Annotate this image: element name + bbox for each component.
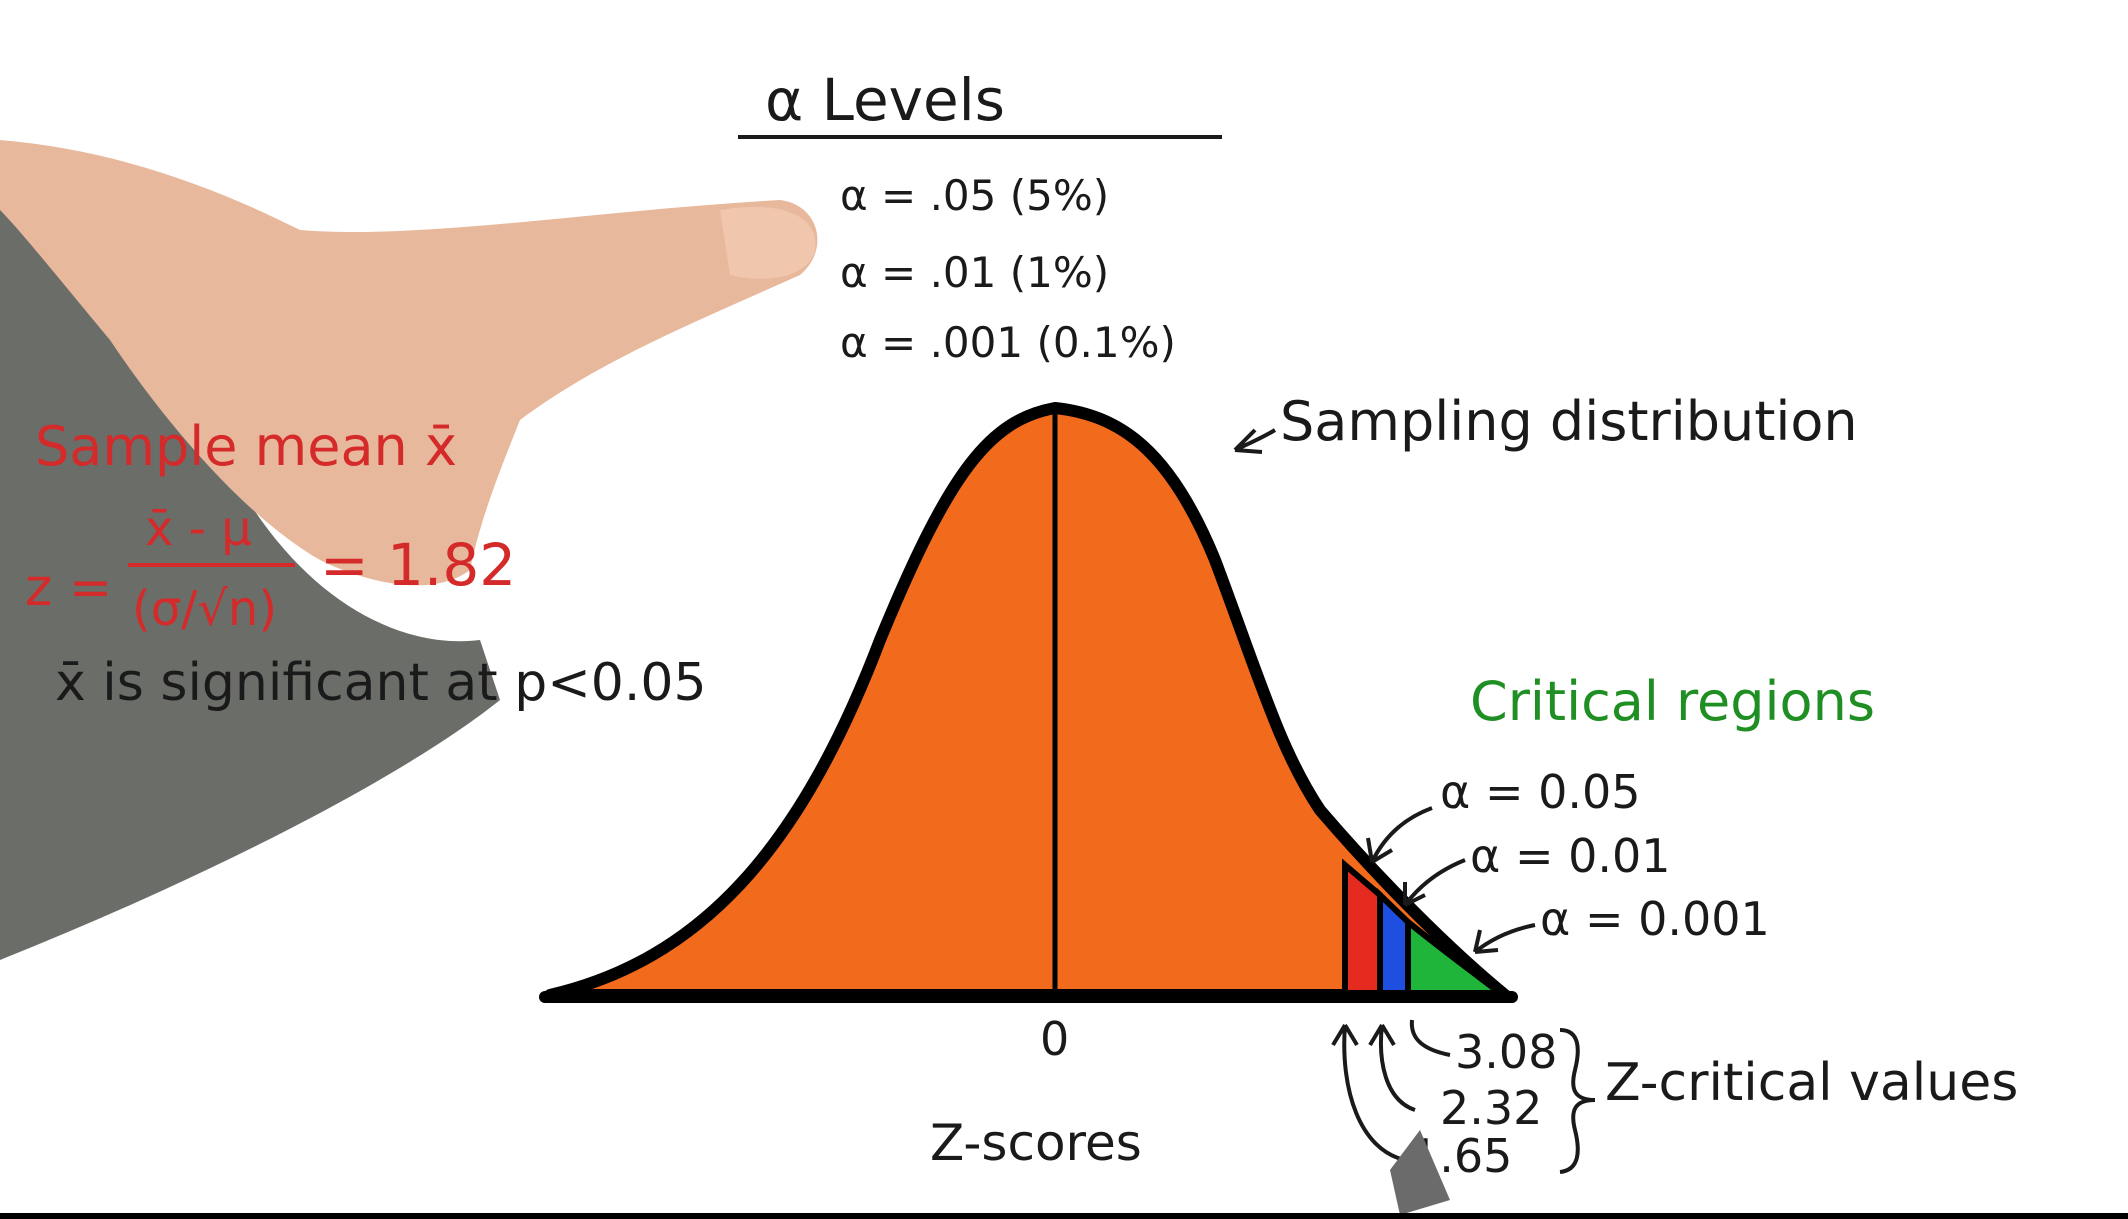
arrow-alpha-05 — [1366, 806, 1433, 864]
sample-mean-heading: Sample mean x̄ — [35, 415, 457, 478]
critical-region-alpha-001 — [1405, 915, 1509, 996]
arrow-3-08 — [1409, 1019, 1451, 1057]
alpha-row-001: α = .001 (0.1%) — [840, 318, 1176, 367]
alpha-row-01: α = .01 (1%) — [840, 248, 1109, 297]
alpha-table-title: α Levels — [765, 66, 1005, 134]
z-label: z = — [25, 558, 112, 618]
critical-value-3-08: 3.08 — [1455, 1025, 1557, 1079]
significance-conclusion: x̄ is significant at p<0.05 — [55, 653, 707, 713]
z-critical-values-label: Z-critical values — [1605, 1053, 2018, 1113]
x-axis-label: Z-scores — [930, 1114, 1142, 1172]
critical-regions-title: Critical regions — [1470, 670, 1875, 733]
z-critical-values: 3.08 2.32 1.65 Z-critical values — [1331, 1019, 2018, 1183]
arrow-1-65 — [1331, 1023, 1406, 1162]
sampling-distribution-label: Sampling distribution — [1233, 390, 1858, 454]
z-denominator: (σ/√n) — [132, 581, 277, 637]
arrow-to-curve — [1233, 428, 1277, 454]
arrow-alpha-01 — [1403, 858, 1466, 907]
hand-skin — [0, 140, 818, 586]
arrow-2-32 — [1368, 1023, 1416, 1112]
label-alpha-001: α = 0.001 — [1540, 892, 1770, 946]
sampling-distribution-text: Sampling distribution — [1280, 390, 1858, 453]
bottom-border — [0, 1213, 2128, 1219]
finger-tip — [720, 206, 816, 279]
sleeve — [0, 180, 500, 960]
critical-value-2-32: 2.32 — [1440, 1081, 1542, 1135]
alpha-levels-table: α Levels α = .05 (5%) α = .01 (1%) α = .… — [738, 66, 1222, 367]
pointing-hand-illustration — [0, 140, 818, 960]
sample-mean-note: Sample mean x̄ z = x̄ - μ (σ/√n) = 1.82 … — [25, 415, 707, 713]
zero-tick-label: 0 — [1040, 1012, 1069, 1066]
z-numerator: x̄ - μ — [145, 501, 252, 557]
label-alpha-01: α = 0.01 — [1470, 829, 1671, 883]
sampling-distribution-curve — [539, 402, 1518, 1003]
label-alpha-05: α = 0.05 — [1440, 765, 1641, 819]
critical-regions-legend: Critical regions α = 0.05 α = 0.01 α = 0… — [1366, 670, 1875, 954]
z-result: = 1.82 — [320, 531, 516, 599]
bell-curve-body — [544, 402, 1511, 1001]
alpha-row-05: α = .05 (5%) — [840, 171, 1109, 220]
arrow-alpha-001 — [1473, 923, 1536, 954]
curly-brace — [1559, 1028, 1596, 1174]
pen-tip-illustration — [1390, 1130, 1450, 1215]
